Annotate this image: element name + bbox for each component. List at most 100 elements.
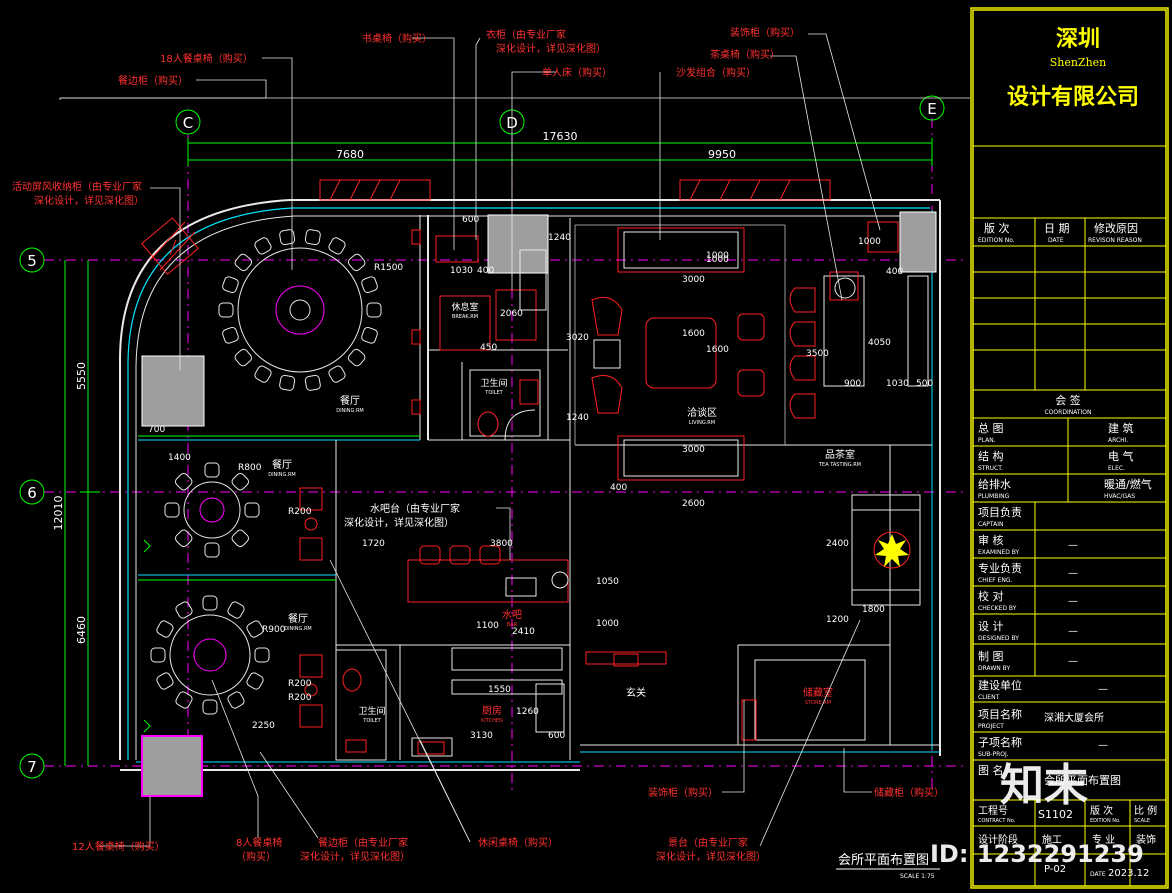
chair [204, 542, 220, 558]
room-dining2: 餐厅 [272, 458, 292, 471]
sign-examined: 审 核 [978, 533, 1004, 547]
room-living: 洽谈区 [687, 406, 717, 419]
chair [328, 365, 346, 383]
chair [156, 672, 174, 690]
walls [119, 179, 941, 797]
company-city-en: ShenZhen [1050, 56, 1107, 69]
chair [175, 691, 193, 709]
dimension-label: 400 [477, 266, 494, 276]
dimension-label: 1240 [566, 413, 589, 423]
coord-struct-en: STRUCT. [978, 465, 1003, 472]
dining-table-12 [150, 595, 270, 715]
sign-project-en: PROJECT [978, 723, 1004, 730]
dimension-label: R1500 [374, 263, 403, 273]
annotations: 书桌椅（购买） 衣柜（由专业厂家 深化设计，详见深化图） 单人床（购买） 沙发组… [12, 26, 970, 863]
stage-label: 设计阶段 [978, 833, 1018, 846]
sign-project: 项目名称 [978, 707, 1022, 721]
chair [204, 462, 220, 478]
chair [254, 647, 270, 663]
drawing-title-text: 会所平面布置图 [838, 853, 929, 868]
dim-left-upper: 5550 [75, 362, 88, 390]
chair [164, 502, 180, 518]
chair [231, 472, 250, 491]
sign-subproj-value: — [1098, 740, 1108, 751]
drawing-title: 会所平面布置图 SCALE 1:75 [836, 853, 940, 880]
note-deco-cabinet: 装饰柜（购买） [730, 26, 800, 39]
rev-header-date: 日 期 [1044, 222, 1070, 235]
note-tea-table: 茶桌椅（购买） [710, 48, 780, 61]
sign-checked-value: — [1068, 596, 1078, 607]
note-bar-counter-1: 水吧台（由专业厂家 [370, 502, 460, 515]
dimension-label: 1050 [596, 577, 619, 587]
chair [328, 237, 346, 255]
dimension-label: R200 [288, 507, 312, 517]
dim-top-left: 7680 [336, 148, 364, 161]
dimension-lines: 17630 7680 9950 12010 5550 6460 [52, 130, 933, 766]
dimension-label: R900 [262, 625, 286, 635]
dim-left-total: 12010 [52, 496, 65, 531]
dimension-label: 3800 [490, 539, 513, 549]
dimension-label: 2400 [826, 539, 849, 549]
dimension-label: 2060 [500, 309, 523, 319]
room-toilet1-en: TOILET [484, 390, 503, 396]
dimension-label: 1030 [886, 379, 909, 389]
dim-top-right: 9950 [708, 148, 736, 161]
company-name: 设计有限公司 [1007, 84, 1139, 110]
chair [347, 253, 366, 272]
sign-chief: 专业负责 [978, 561, 1022, 575]
note-leisure-table: 休闲桌椅（购买） [478, 836, 558, 849]
chair [246, 672, 264, 690]
chair [366, 302, 382, 318]
chair [150, 647, 166, 663]
sign-drawn: 制 图 [978, 650, 1004, 663]
sign-drawn-value: — [1068, 656, 1078, 667]
dim-total-top: 17630 [543, 130, 578, 143]
sign-designed-en: DESIGNED BY [978, 635, 1019, 642]
contract-label-en: CONTRACT No. [978, 818, 1016, 824]
dimension-label: 500 [916, 379, 933, 389]
contract-label: 工程号 [978, 805, 1008, 817]
room-dining2-en: DINING.RM [268, 472, 296, 478]
chair [244, 502, 260, 518]
note-bar-counter-2: 深化设计，详见深化图） [344, 516, 454, 529]
chair [222, 326, 239, 344]
rev-header-edition: 版 次 [984, 221, 1010, 235]
title-block: 深圳 ShenZhen 设计有限公司 版 次 EDITION No. 日 期 D… [970, 7, 1169, 889]
chair [304, 229, 321, 246]
note-sideboard: 餐边柜（购买） [118, 74, 188, 87]
sign-project-value: 深湘大厦会所 [1044, 711, 1104, 724]
rev-header-edition-en: EDITION No. [978, 237, 1015, 244]
chair [279, 374, 296, 391]
sign-checked-en: CHECKED BY [978, 605, 1017, 612]
discipline-value: 装饰 [1136, 833, 1156, 846]
coord-hvac-en: HVAC/GAS [1104, 493, 1135, 500]
stage-value: 施工 [1042, 833, 1062, 846]
coord-archi-en: ARCHI. [1108, 437, 1128, 444]
coord-plan-en: PLAN. [978, 437, 996, 444]
company-city-cn: 深圳 [1056, 27, 1100, 52]
chair [156, 620, 174, 638]
chair [227, 601, 245, 619]
note-8-dining-1: 8人餐桌椅 [236, 836, 282, 849]
dimension-label: 4050 [868, 338, 891, 348]
dimension-label: 3000 [682, 275, 705, 285]
coord-plumb-en: PLUMBING [978, 493, 1010, 500]
sign-drawn-en: DRAWN BY [978, 665, 1010, 672]
sign-chief-en: CHIEF ENG. [978, 577, 1013, 584]
room-rest: 休息室 [451, 301, 478, 313]
chair [222, 276, 239, 294]
furniture [143, 221, 929, 761]
room-labels: 餐厅 DINING.RM 休息室 BREAK.RM 卫生间 TOILET 洽谈区… [268, 301, 861, 724]
room-living-en: LIVING.RM [689, 420, 715, 426]
note-scenic-stand-1: 景台（由专业厂家 [668, 836, 748, 849]
sign-captain-en: CAPTAIN [978, 521, 1003, 528]
dimension-label: 1030 [450, 266, 473, 276]
dimension-label: R200 [288, 679, 312, 689]
note-scenic-stand-2: 深化设计，详见深化图） [656, 850, 766, 863]
room-store: 储藏室 [803, 686, 833, 699]
coord-elec-en: ELEC. [1108, 465, 1125, 472]
scale-label: 比 例 [1134, 804, 1157, 817]
axis-label-6: 6 [27, 484, 37, 502]
